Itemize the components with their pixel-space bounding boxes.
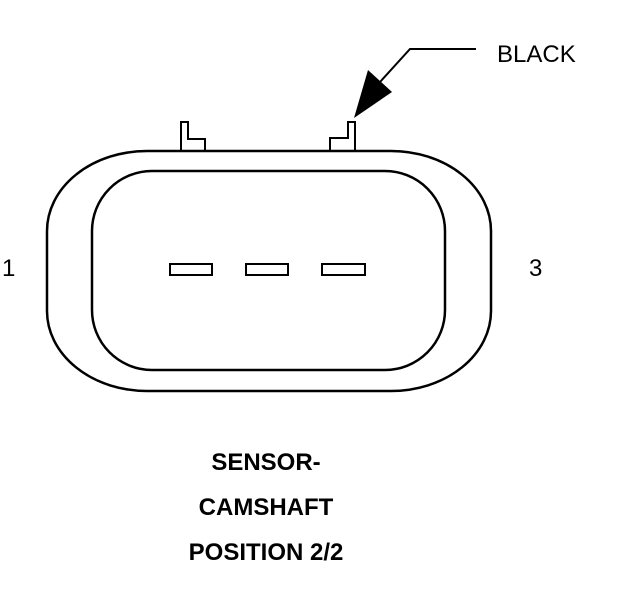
connector-inner-cavity: [90, 169, 447, 372]
connector-color-label: BLACK: [497, 41, 576, 68]
pin-number-right: 3: [529, 255, 543, 282]
title-line-1: SENSOR-: [211, 449, 321, 476]
connector-title: SENSOR- CAMSHAFT POSITION 2/2: [150, 446, 382, 581]
title-line-3: POSITION 2/2: [188, 539, 344, 566]
color-leader: [354, 48, 476, 118]
right-locking-tab: [329, 121, 356, 152]
leader-line: [379, 48, 476, 83]
title-line-2: CAMSHAFT: [198, 494, 334, 521]
pin-number-left: 1: [2, 255, 16, 282]
leader-arrowhead: [354, 70, 392, 118]
terminal-1: [169, 263, 213, 276]
left-locking-tab: [180, 121, 206, 152]
terminal-3: [321, 263, 366, 276]
terminal-2: [245, 263, 289, 276]
